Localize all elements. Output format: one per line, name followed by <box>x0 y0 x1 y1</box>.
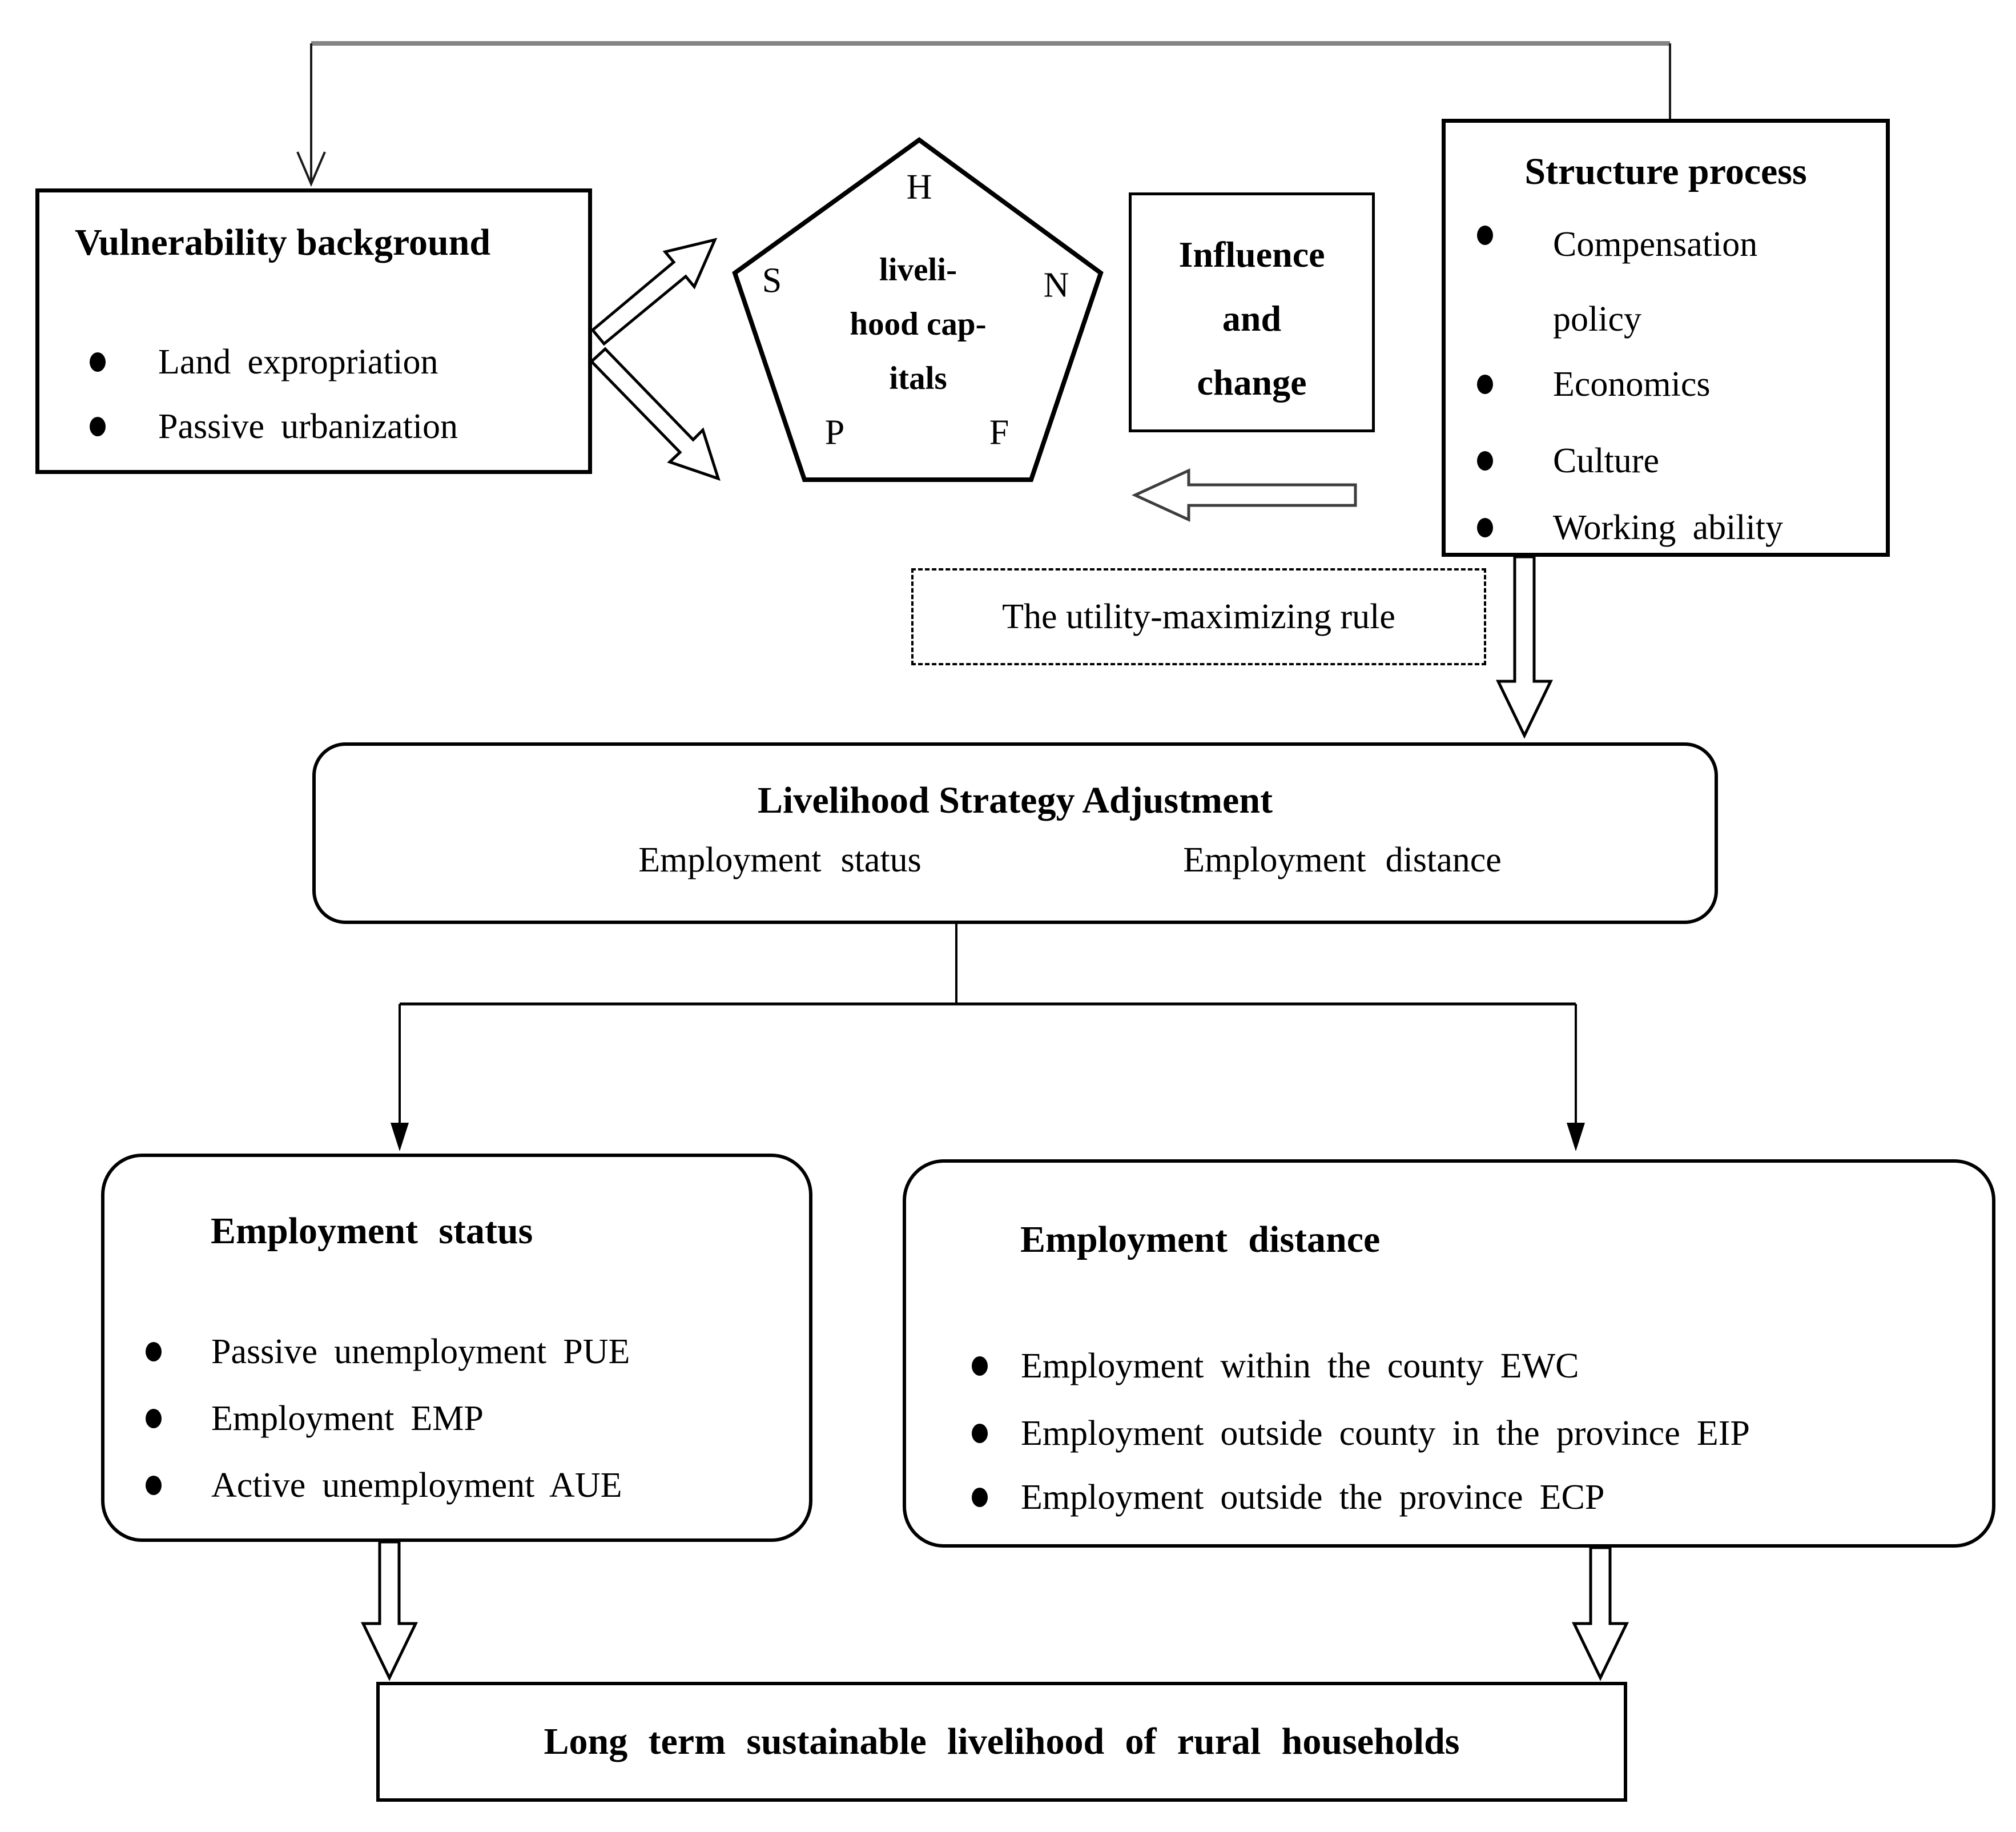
bullet-icon <box>1477 518 1493 537</box>
employment-distance-title: Employment distance <box>1020 1219 1381 1260</box>
list-item: Compensation policy <box>1477 207 1798 357</box>
list-item: Land expropriation <box>90 342 438 382</box>
feedback-arrowhead-icon <box>296 151 326 187</box>
distance-item: Employment outside county in the provinc… <box>1021 1413 1750 1453</box>
status-item: Passive unemployment PUE <box>211 1332 630 1371</box>
strategy-title: Livelihood Strategy Adjustment <box>757 780 1273 821</box>
influence-change-box: Influence and change <box>1129 192 1375 432</box>
list-item: Culture <box>1477 441 1659 481</box>
employment-status-title: Employment status <box>211 1210 533 1252</box>
branch-left-arrowhead-icon <box>391 1123 409 1151</box>
distance-item: Employment within the county EWC <box>1021 1346 1579 1385</box>
vulnerability-to-pentagon-up-arrow-icon <box>590 238 718 346</box>
list-item: Economics <box>1477 364 1711 404</box>
pentagon-vertex-label-s: S <box>762 261 782 300</box>
strategy-option-status: Employment status <box>638 841 922 879</box>
pentagon-vertex-label-p: P <box>824 413 845 452</box>
bullet-icon <box>90 417 106 436</box>
structure-process-box: Structure process Compensation policy Ec… <box>1442 119 1890 557</box>
structure-item: Economics <box>1553 364 1711 404</box>
list-item: Employment outside county in the provinc… <box>972 1413 1750 1453</box>
distance-to-outcome-down-arrow-icon <box>1572 1546 1629 1681</box>
employment-status-box: Employment status Passive unemployment P… <box>101 1154 812 1542</box>
bullet-icon <box>1477 226 1493 245</box>
bullet-icon <box>972 1488 988 1507</box>
structure-title: Structure process <box>1524 151 1807 192</box>
distance-item: Employment outside the province ECP <box>1021 1477 1605 1517</box>
bullet-icon <box>146 1476 162 1495</box>
vulnerability-item: Passive urbanization <box>158 407 458 446</box>
pentagon-center-line: hood cap- <box>850 306 987 342</box>
vulnerability-title: Vulnerability background <box>75 222 491 263</box>
outcome-title: Long term sustainable livelihood of rura… <box>544 1721 1460 1762</box>
structure-item: Working ability <box>1553 508 1783 547</box>
status-item: Active unemployment AUE <box>211 1465 622 1505</box>
pentagon-vertex-label-h: H <box>906 167 932 207</box>
vulnerability-background-box: Vulnerability background Land expropriat… <box>35 188 592 474</box>
strategy-option-distance: Employment distance <box>1183 841 1502 879</box>
employment-distance-box: Employment distance Employment within th… <box>903 1159 1995 1548</box>
pentagon-vertex-label-n: N <box>1043 266 1069 305</box>
vulnerability-item: Land expropriation <box>158 342 438 381</box>
structure-to-pentagon-left-arrow-icon <box>1131 468 1357 522</box>
pentagon-center-line: itals <box>889 360 947 396</box>
influence-line: change <box>1197 362 1307 403</box>
outcome-box: Long term sustainable livelihood of rura… <box>376 1682 1627 1802</box>
pentagon-vertex-label-f: F <box>989 413 1009 452</box>
list-item: Employment outside the province ECP <box>972 1477 1605 1517</box>
utility-rule-label: The utility-maximizing rule <box>1002 597 1395 636</box>
strategy-adjustment-box: Livelihood Strategy Adjustment Employmen… <box>312 742 1718 924</box>
bullet-icon <box>972 1424 988 1443</box>
structure-to-strategy-down-arrow-icon <box>1496 555 1553 739</box>
branch-right-arrowhead-icon <box>1567 1123 1585 1151</box>
list-item: Employment within the county EWC <box>972 1347 1579 1385</box>
bullet-icon <box>972 1356 988 1376</box>
bullet-icon <box>1477 375 1493 394</box>
status-to-outcome-down-arrow-icon <box>361 1540 418 1681</box>
pentagon-center-line: liveli- <box>879 252 957 288</box>
status-item: Employment EMP <box>211 1399 484 1438</box>
influence-line: Influence <box>1178 234 1325 275</box>
structure-item: Culture <box>1553 441 1659 480</box>
pentagon-center-label: liveli- hood cap- itals <box>850 243 986 405</box>
livelihood-pentagon-shape <box>732 137 1104 482</box>
bullet-icon <box>1477 451 1493 471</box>
utility-rule-box: The utility-maximizing rule <box>911 568 1486 665</box>
bullet-icon <box>146 1342 162 1361</box>
list-item: Working ability <box>1477 508 1783 548</box>
bullet-icon <box>146 1409 162 1428</box>
list-item: Active unemployment AUE <box>146 1465 622 1505</box>
influence-line: and <box>1222 298 1282 339</box>
list-item: Passive urbanization <box>90 407 458 447</box>
structure-item: Compensation policy <box>1553 225 1758 339</box>
bullet-icon <box>90 352 106 372</box>
vulnerability-to-pentagon-down-arrow-icon <box>589 347 721 481</box>
list-item: Employment EMP <box>146 1399 484 1438</box>
list-item: Passive unemployment PUE <box>146 1332 630 1371</box>
